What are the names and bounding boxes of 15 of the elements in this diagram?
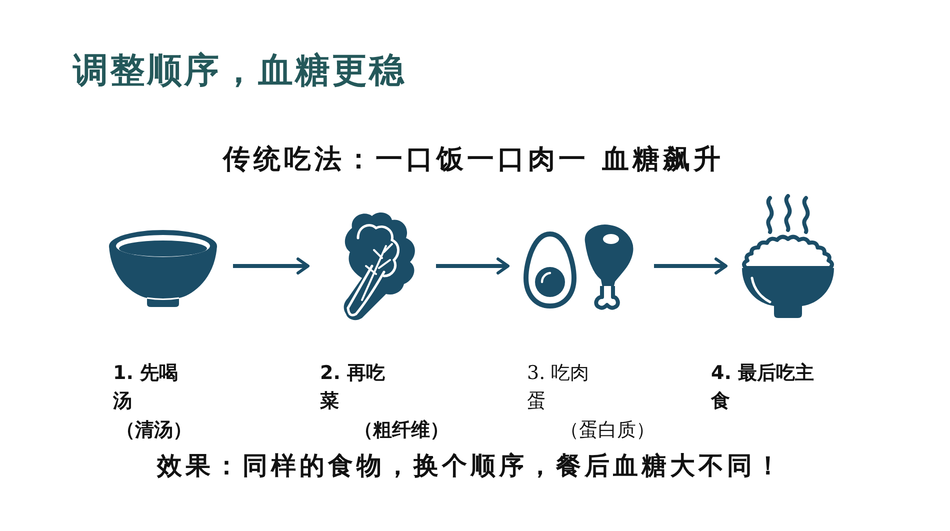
soup-bowl-icon [107, 228, 219, 308]
rice-bowl-icon [740, 194, 836, 320]
step-label: 3. 吃肉蛋 [527, 361, 590, 414]
step-label: 2. 再吃菜 [320, 361, 386, 414]
food-note: （清汤） [116, 419, 192, 442]
summary-text: 效果：同样的食物，换个顺序，餐后血糖大不同！ [157, 451, 784, 481]
step-label: 4. 最后吃主食 [711, 361, 816, 414]
food-note: （蛋白质） [560, 419, 655, 442]
arrow [436, 258, 510, 274]
food-note: （粗纤维） [354, 419, 449, 442]
subtitle: 传统吃法：一口饭一口肉一 血糖飙升 [223, 144, 724, 176]
arrow [654, 258, 728, 274]
arrow [233, 258, 310, 274]
title: 调整顺序，血糖更稳 [73, 50, 406, 92]
step-label: 1. 先喝汤 [113, 361, 180, 414]
